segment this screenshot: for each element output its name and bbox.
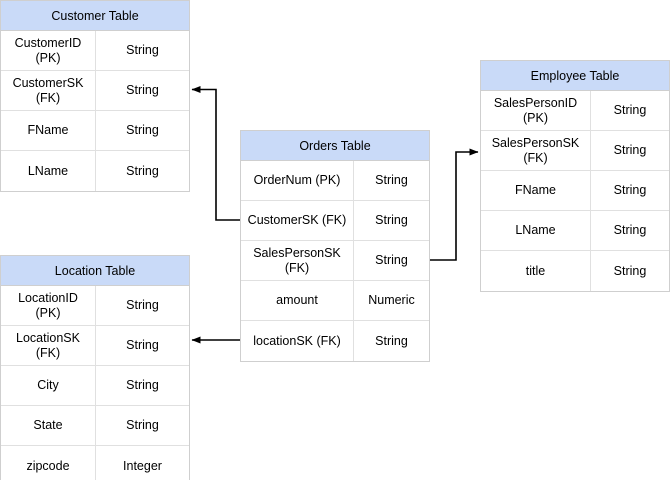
field-name: CustomerSK (FK) — [241, 201, 354, 240]
field-type: String — [375, 253, 408, 268]
entity-orders-table[interactable]: Orders Table OrderNum (PK) String Custom… — [240, 130, 430, 362]
entity-orders-title: Orders Table — [241, 131, 429, 161]
field-name: locationSK (FK) — [241, 321, 354, 361]
entity-employee-title: Employee Table — [481, 61, 669, 91]
table-row[interactable]: LName String — [1, 151, 189, 191]
field-name: CustomerID (PK) — [1, 31, 96, 70]
table-row[interactable]: SalesPersonID (PK) String — [481, 91, 669, 131]
field-name: CustomerSK (FK) — [1, 71, 96, 110]
table-row[interactable]: CustomerSK (FK) String — [1, 71, 189, 111]
table-row[interactable]: FName String — [481, 171, 669, 211]
field-name: amount — [241, 281, 354, 320]
table-row[interactable]: State String — [1, 406, 189, 446]
field-type: String — [375, 333, 408, 348]
table-row[interactable]: CustomerID (PK) String — [1, 31, 189, 71]
field-name: City — [1, 366, 96, 405]
field-name: zipcode — [1, 446, 96, 480]
field-type: String — [613, 183, 647, 198]
table-row[interactable]: amount Numeric — [241, 281, 429, 321]
field-type: String — [613, 263, 647, 278]
field-type: String — [126, 123, 159, 138]
field-name: SalesPersonID (PK) — [481, 91, 591, 130]
field-type: String — [126, 378, 159, 393]
table-row[interactable]: SalesPersonSK (FK) String — [241, 241, 429, 281]
entity-customer-table[interactable]: Customer Table CustomerID (PK) String Cu… — [0, 0, 190, 192]
field-name: LName — [481, 211, 591, 250]
entity-location-title: Location Table — [1, 256, 189, 286]
field-type: String — [375, 213, 408, 228]
field-name: LocationSK (FK) — [1, 326, 96, 365]
field-type: Numeric — [368, 293, 415, 308]
table-row[interactable]: LocationSK (FK) String — [1, 326, 189, 366]
field-name: SalesPersonSK (FK) — [481, 131, 591, 170]
table-row[interactable]: CustomerSK (FK) String — [241, 201, 429, 241]
field-name: LName — [1, 151, 96, 191]
table-row[interactable]: City String — [1, 366, 189, 406]
field-name: FName — [1, 111, 96, 150]
entity-employee-table[interactable]: Employee Table SalesPersonID (PK) String… — [480, 60, 670, 292]
field-type: String — [126, 163, 159, 178]
table-row[interactable]: LName String — [481, 211, 669, 251]
connector-orders-to-employee — [430, 148, 479, 261]
field-type: String — [126, 418, 159, 433]
connector-orders-to-customer — [191, 86, 240, 221]
table-row[interactable]: locationSK (FK) String — [241, 321, 429, 361]
table-row[interactable]: OrderNum (PK) String — [241, 161, 429, 201]
entity-location-table[interactable]: Location Table LocationID (PK) String Lo… — [0, 255, 190, 480]
field-type: String — [375, 173, 408, 188]
table-row[interactable]: zipcode Integer — [1, 446, 189, 480]
field-type: Integer — [123, 458, 162, 473]
field-name: LocationID (PK) — [1, 286, 96, 325]
field-type: String — [126, 298, 159, 313]
table-row[interactable]: SalesPersonSK (FK) String — [481, 131, 669, 171]
field-type: String — [613, 223, 647, 238]
field-type: String — [126, 43, 159, 58]
field-name: State — [1, 406, 96, 445]
field-type: String — [126, 338, 159, 353]
field-name: SalesPersonSK (FK) — [241, 241, 354, 280]
field-name: FName — [481, 171, 591, 210]
table-row[interactable]: FName String — [1, 111, 189, 151]
table-row[interactable]: title String — [481, 251, 669, 291]
field-name: OrderNum (PK) — [241, 161, 354, 200]
field-name: title — [481, 251, 591, 291]
field-type: String — [613, 103, 647, 118]
entity-customer-title: Customer Table — [1, 1, 189, 31]
field-type: String — [126, 83, 159, 98]
field-type: String — [613, 143, 647, 158]
table-row[interactable]: LocationID (PK) String — [1, 286, 189, 326]
